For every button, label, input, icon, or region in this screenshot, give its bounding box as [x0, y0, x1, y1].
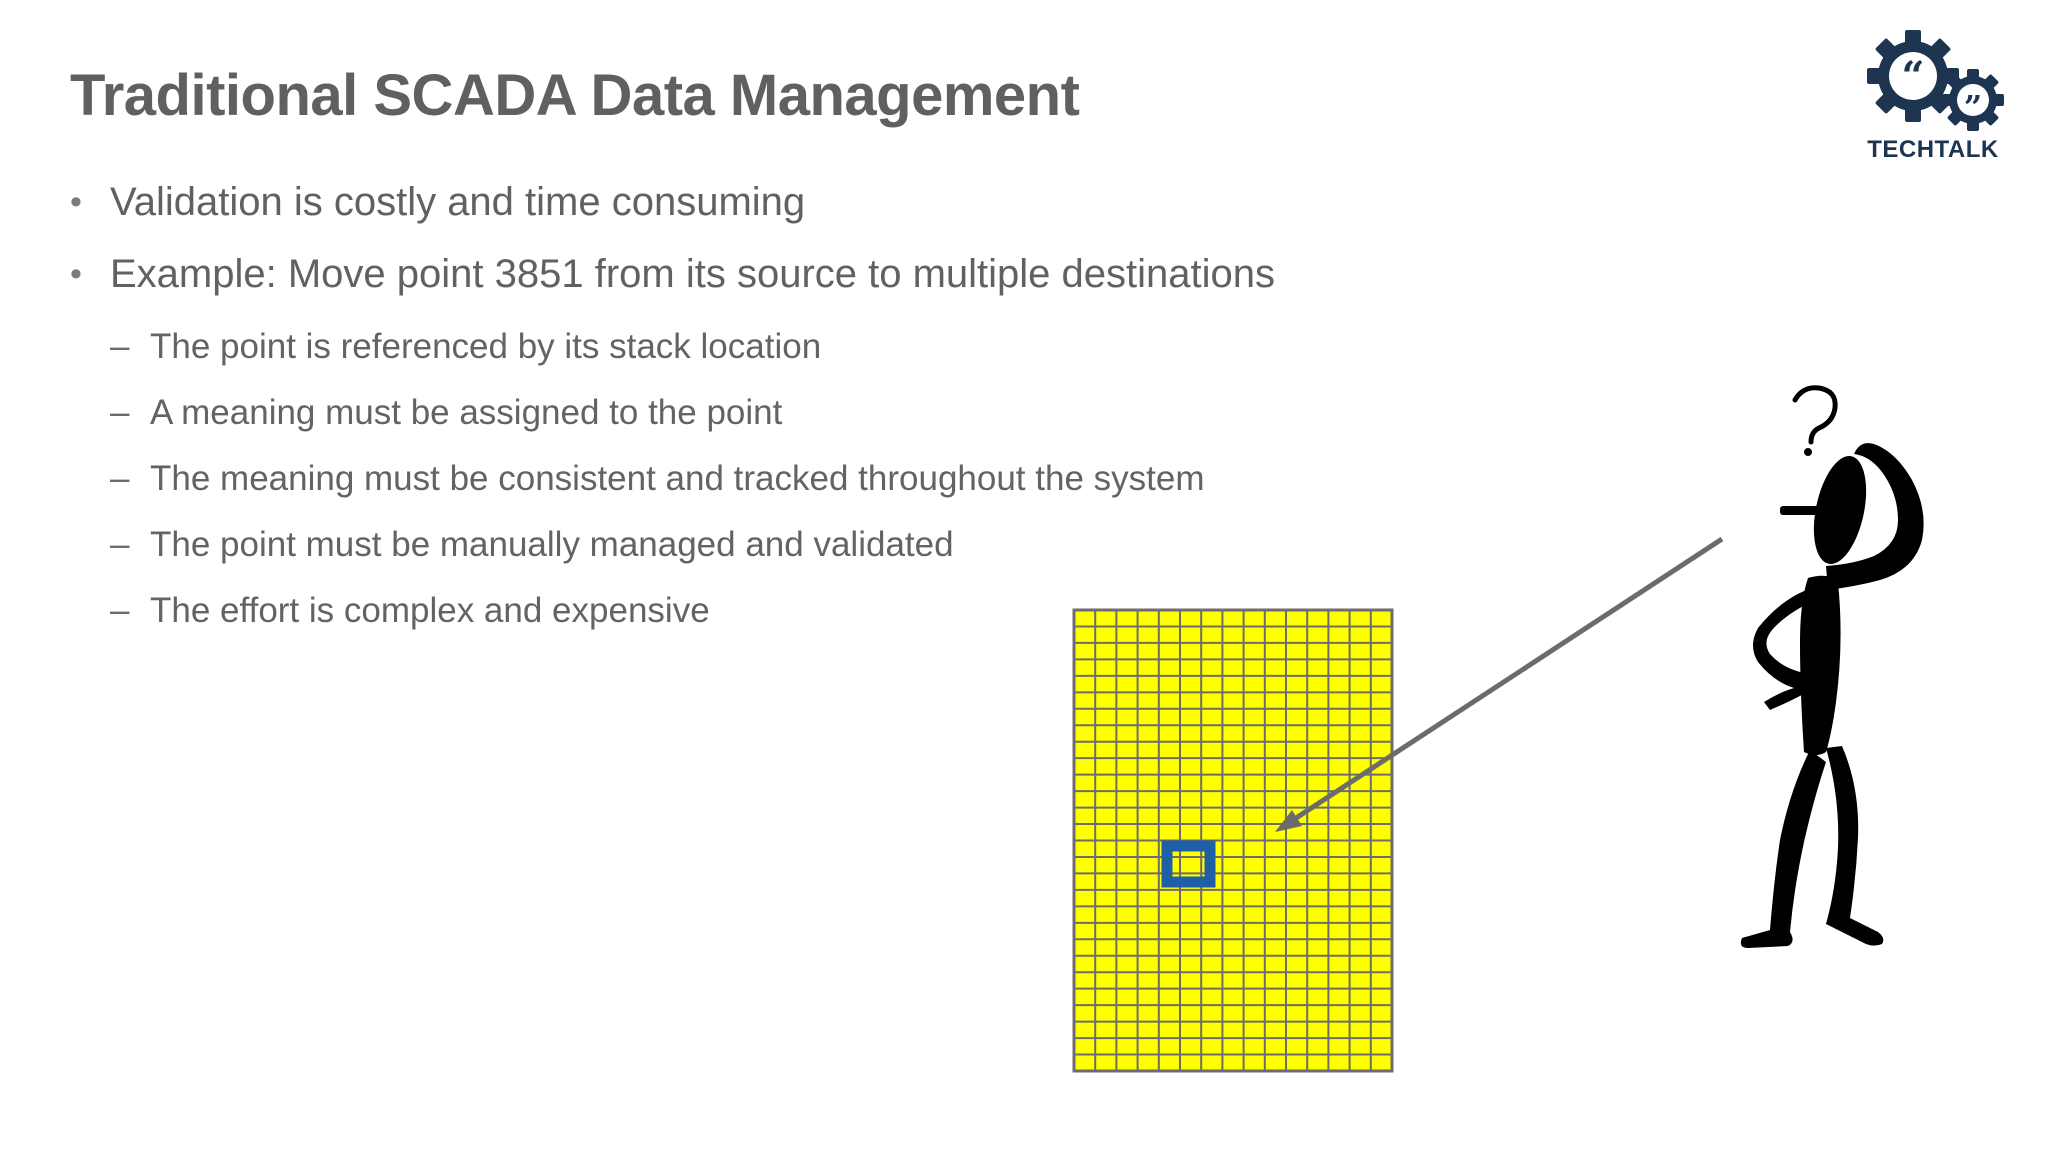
bullet-item: • Example: Move point 3851 from its sour…	[70, 250, 1275, 298]
svg-text:“: “	[1901, 53, 1924, 100]
sub-bullet-item: – A meaning must be assigned to the poin…	[110, 392, 1204, 434]
arrow	[1275, 536, 1724, 832]
sub-bullet-text: The effort is complex and expensive	[150, 591, 710, 630]
sub-bullet-text: The meaning must be consistent and track…	[150, 459, 1205, 498]
dash-icon: –	[110, 393, 130, 432]
bullet-dot-icon: •	[70, 255, 82, 293]
dash-icon: –	[110, 591, 130, 630]
dash-icon: –	[110, 525, 130, 564]
sub-bullet-text: The point is referenced by its stack loc…	[150, 327, 822, 366]
sub-bullet-text: A meaning must be assigned to the point	[150, 393, 783, 432]
sub-bullet-text: The point must be manually managed and v…	[150, 525, 954, 564]
highlighted-point	[1161, 840, 1216, 888]
bullet-item: • Validation is costly and time consumin…	[70, 178, 1275, 226]
bullet-list: • Validation is costly and time consumin…	[70, 178, 1275, 322]
gear-quote-icon: “ ”	[1867, 30, 2004, 131]
bullet-text: Example: Move point 3851 from its source…	[110, 252, 1276, 296]
confused-stick-figure-icon	[1740, 385, 1924, 948]
sub-bullet-item: – The point must be manually managed and…	[110, 524, 1204, 566]
logo-text: TECHTALK	[1867, 136, 1999, 163]
slide-title: Traditional SCADA Data Management	[70, 63, 1080, 128]
dash-icon: –	[110, 459, 130, 498]
bullet-text: Validation is costly and time consuming	[110, 180, 806, 224]
sub-bullet-item: – The effort is complex and expensive	[110, 590, 1204, 632]
techtalk-logo: “ ” TECHTALK	[1858, 28, 2008, 168]
sub-bullet-list: – The point is referenced by its stack l…	[110, 326, 1204, 656]
memory-stack-grid	[1072, 608, 1394, 1073]
dash-icon: –	[110, 327, 130, 366]
sub-bullet-item: – The point is referenced by its stack l…	[110, 326, 1204, 368]
svg-text:”: ”	[1964, 88, 1982, 126]
sub-bullet-item: – The meaning must be consistent and tra…	[110, 458, 1204, 500]
bullet-dot-icon: •	[70, 183, 82, 221]
